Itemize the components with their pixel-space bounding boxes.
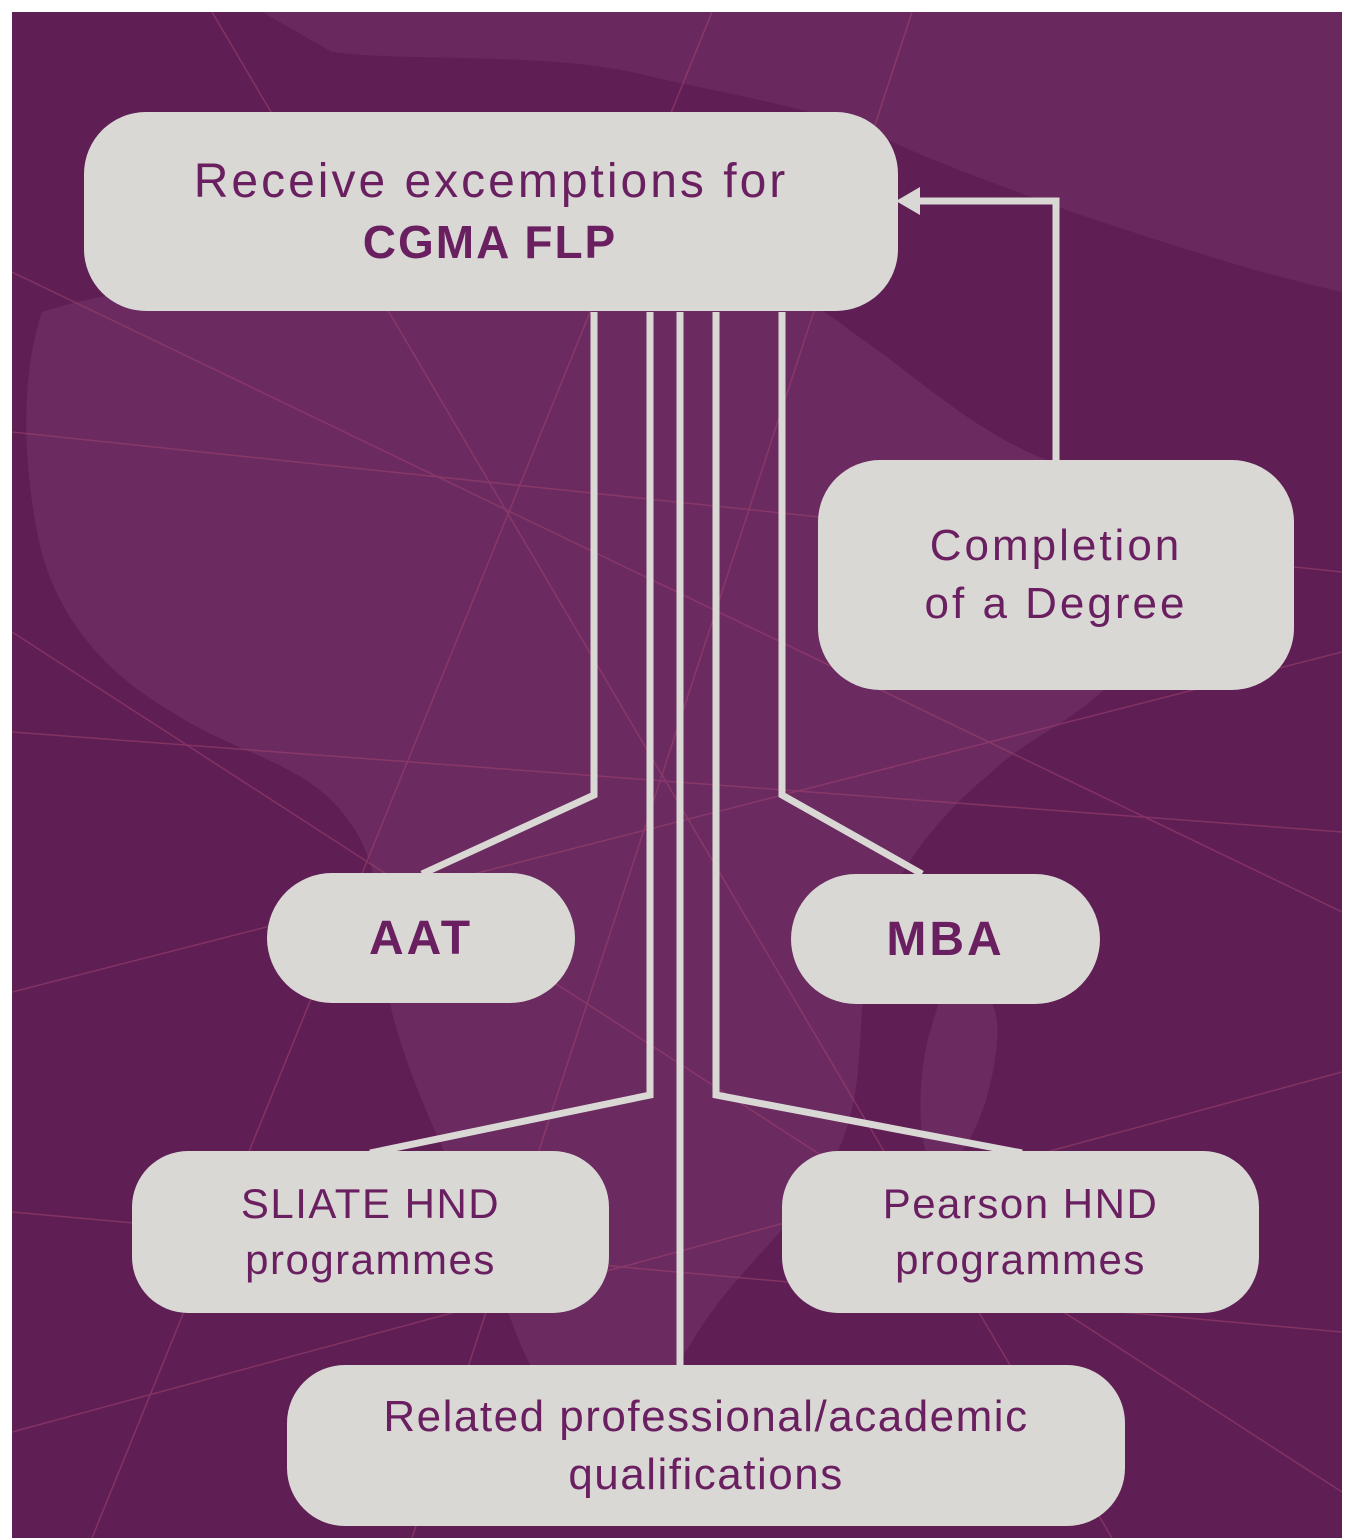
related-node-line2: qualifications	[568, 1449, 844, 1499]
related-node-line1: Related professional/academic	[383, 1391, 1029, 1441]
connector-sliate	[369, 312, 654, 1157]
main-node-line2: CGMA FLP	[362, 215, 618, 268]
related-node: Related professional/academic qualificat…	[287, 1365, 1125, 1526]
main-node: Receive excemptions for CGMA FLP	[84, 112, 898, 311]
sliate-node-line1: SLIATE HND	[240, 1180, 501, 1227]
degree-node: Completion of a Degree	[818, 460, 1294, 690]
degree-node-line2: of a Degree	[924, 579, 1188, 628]
diagram-frame: Receive excemptions for CGMA FLP Complet…	[12, 12, 1342, 1538]
aat-node-label: AAT	[368, 911, 474, 965]
connector-aat	[420, 312, 598, 878]
madagascar-silhouette	[920, 984, 998, 1172]
mba-node-label: MBA	[886, 912, 1005, 966]
connector-mba	[778, 312, 924, 878]
mba-node: MBA	[791, 874, 1100, 1004]
arrowhead	[896, 187, 920, 215]
sliate-node-line2: programmes	[245, 1236, 496, 1283]
connector-degree	[916, 197, 1060, 461]
aat-node: AAT	[267, 873, 575, 1003]
sliate-node: SLIATE HND programmes	[132, 1151, 609, 1313]
europe-silhouette	[262, 12, 1342, 292]
connector-lines	[369, 187, 1060, 1365]
main-node-line1: Receive excemptions for	[193, 154, 789, 208]
connector-pearson	[712, 312, 1023, 1157]
pearson-node-line2: programmes	[895, 1236, 1146, 1283]
pearson-node: Pearson HND programmes	[782, 1151, 1259, 1313]
degree-node-line1: Completion	[929, 521, 1183, 570]
pearson-node-line1: Pearson HND	[882, 1180, 1159, 1227]
